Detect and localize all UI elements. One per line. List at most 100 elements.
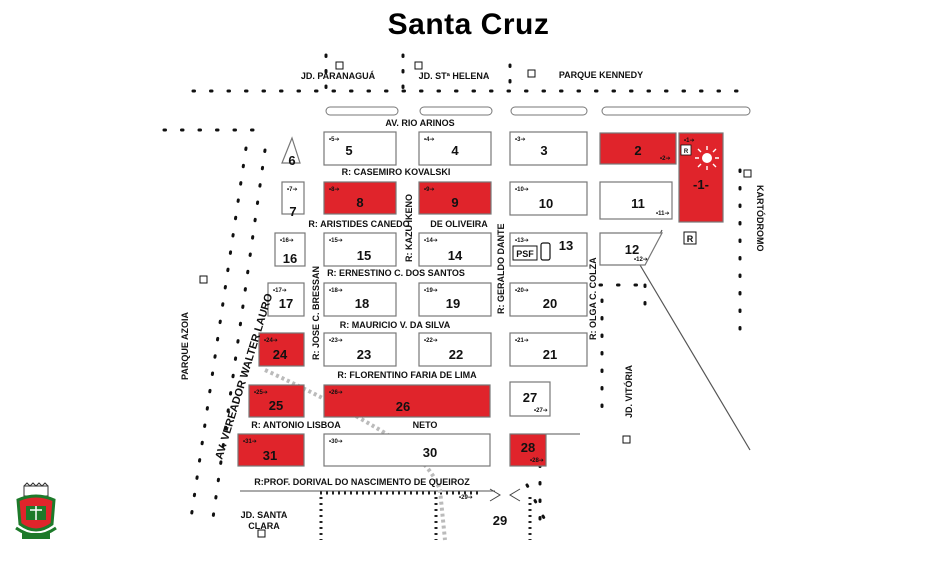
block-number: 23	[357, 347, 371, 362]
street-label: R: JOSE C. BRESSAN	[311, 266, 321, 360]
block-number: 16	[283, 251, 297, 266]
lot-pin: •10➔	[515, 187, 529, 193]
lot-pin: •23➔	[329, 338, 343, 344]
svg-text:R: R	[687, 234, 694, 244]
street-label: R: GERALDO DANTE	[496, 224, 506, 315]
street-label: DE OLIVEIRA	[430, 219, 488, 229]
lot-pin: •11➔	[656, 211, 669, 217]
block-number: 26	[396, 399, 410, 414]
psf-marker: PSF	[512, 242, 551, 261]
neighborhood-label: JD. SANTA	[241, 510, 288, 520]
block-14: 14 •14➔	[418, 232, 492, 267]
block-21: 21 •21➔	[509, 332, 588, 367]
street-label: R: ERNESTINO C. DOS SANTOS	[327, 268, 465, 278]
lot-pin: •9➔	[424, 187, 434, 193]
lot-pin: •26➔	[329, 390, 343, 396]
block-number: 2	[634, 143, 641, 158]
block-3: 3 •3➔	[509, 131, 588, 166]
lot-pin: •4➔	[424, 137, 434, 143]
lot-pin: •1➔	[684, 138, 694, 144]
block-28: 28•28➔	[509, 433, 547, 467]
block-number: 12	[625, 242, 639, 257]
lot-pin: •7➔	[287, 187, 297, 193]
block-number: 10	[539, 196, 553, 211]
street-label: R: MAURICIO V. DA SILVA	[340, 320, 451, 330]
block-12: 12•12➔	[599, 232, 663, 266]
street-label: R: ARISTIDES CANEDO	[308, 219, 409, 229]
neighborhood-label: JD. STª HELENA	[419, 71, 490, 81]
block-19: 19•19➔	[418, 282, 492, 317]
block-29: 29•29➔	[459, 495, 507, 528]
street-label: AV. RIO ARINOS	[385, 118, 454, 128]
block-31: 31 •31➔	[237, 433, 305, 467]
lot-pin: •18➔	[329, 288, 343, 294]
lot-pin: •24➔	[264, 338, 278, 344]
lot-pin: •16➔	[280, 238, 294, 244]
block-number: 5	[345, 143, 352, 158]
lot-pin: •31➔	[243, 439, 257, 445]
block-11: 11•11➔	[599, 181, 673, 220]
block-number: 31	[263, 448, 277, 463]
street-lines	[162, 53, 752, 541]
lot-pin: •21➔	[515, 338, 529, 344]
neighborhood-label: CLARA	[248, 521, 280, 531]
block-6: 6	[281, 136, 301, 168]
neighborhood-label: JD. VITÓRIA	[623, 364, 634, 418]
block-17: 17•17➔	[267, 282, 305, 317]
block-number: 21	[543, 347, 557, 362]
lot-pin: •5➔	[329, 137, 339, 143]
block-23: 23 •23➔	[323, 332, 397, 367]
block-number: 3	[540, 143, 547, 158]
lot-pin: •19➔	[424, 288, 438, 294]
block-24: 24 •24➔	[258, 332, 305, 367]
block-number: 29	[493, 513, 507, 528]
r-marker: R	[680, 144, 692, 156]
block-7: 7•7➔	[281, 181, 305, 219]
block-20: 20•20➔	[509, 282, 588, 317]
block-15: 15 •15➔	[323, 232, 397, 267]
lot-pin: •25➔	[254, 390, 268, 396]
lot-pin: •30➔	[329, 439, 343, 445]
block-number: -1-	[693, 177, 709, 192]
block-number: 14	[448, 248, 463, 263]
block-26: 26 •26➔	[323, 384, 491, 418]
lot-pin: •14➔	[424, 238, 438, 244]
block-number: 22	[449, 347, 463, 362]
block-number: 28	[521, 440, 535, 455]
block-number: 15	[357, 248, 371, 263]
block-number: 24	[273, 347, 288, 362]
block-number: 27	[523, 390, 537, 405]
street-label: R: CASEMIRO KOVALSKI	[342, 167, 451, 177]
neighborhood-label: PARQUE AZOIA	[180, 311, 190, 380]
lot-pin: •27➔	[534, 408, 548, 414]
neighborhood-label: JD. PARANAGUÁ	[301, 71, 376, 81]
block-number: 30	[423, 445, 437, 460]
neighborhood-label: PARQUE KENNEDY	[559, 70, 643, 80]
block-number: 13	[559, 238, 573, 253]
sun-icon	[695, 146, 719, 170]
street-label: R: ANTONIO LISBOA	[251, 420, 341, 430]
lot-pin: •13➔	[515, 238, 529, 244]
block-16: 16 •16➔	[274, 232, 306, 267]
svg-text:PSF: PSF	[516, 249, 534, 259]
lot-pin: •15➔	[329, 238, 343, 244]
block-number: 20	[543, 296, 557, 311]
block-number: 17	[279, 296, 293, 311]
block-number: 25	[269, 398, 283, 413]
street-label: R: OLGA C. COLZA	[588, 257, 598, 340]
block-number: 9	[451, 195, 458, 210]
street-label: NETO	[413, 420, 438, 430]
block-25: 25•25➔	[248, 384, 305, 418]
block-30: 30 •30➔	[323, 433, 491, 467]
svg-text:R: R	[684, 149, 689, 155]
lot-pin: •12➔	[634, 257, 648, 263]
municipal-crest-logo	[15, 482, 57, 539]
street-label: R: FLORENTINO FARIA DE LIMA	[337, 370, 477, 380]
map-title: Santa Cruz	[387, 8, 550, 41]
city-blocks: -1-•1➔2•2➔3•3➔4•4➔5•5➔67•7➔8•8➔9•9➔10•10…	[237, 131, 724, 528]
block-18: 18•18➔	[323, 282, 397, 317]
block-number: 6	[288, 153, 295, 168]
lot-pin: •8➔	[329, 187, 339, 193]
lot-pin: •3➔	[515, 137, 525, 143]
